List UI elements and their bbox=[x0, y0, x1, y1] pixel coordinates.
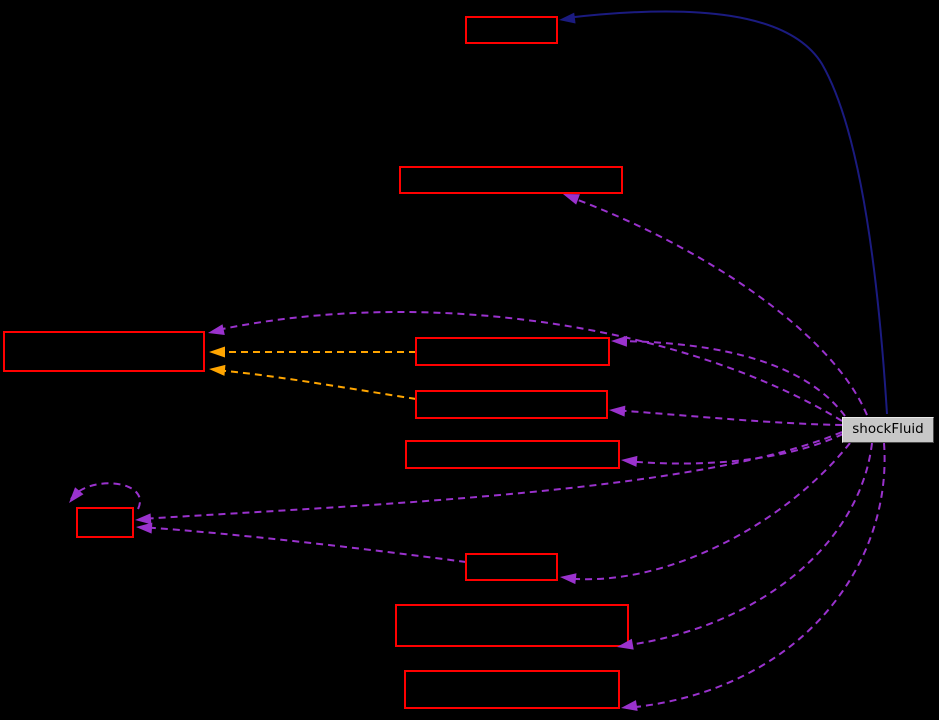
edge-center-to-upper-node bbox=[569, 196, 868, 416]
node-bottom-2[interactable] bbox=[404, 670, 620, 709]
edge-mid-2-to-left-wide-arrowhead bbox=[209, 364, 226, 376]
node-bottom-1[interactable] bbox=[395, 604, 629, 647]
edge-center-to-mid-3-arrowhead bbox=[621, 455, 638, 467]
edge-center-to-small-left bbox=[140, 431, 843, 520]
edge-center-to-mid-1-arrowhead bbox=[611, 335, 628, 347]
edge-small-mid-to-small-left bbox=[140, 526, 467, 563]
center-node-shockfluid: shockFluid bbox=[842, 417, 934, 443]
node-small-left[interactable] bbox=[76, 507, 134, 538]
edge-mid-2-to-left-wide bbox=[213, 369, 417, 400]
edge-center-to-mid-2 bbox=[613, 409, 843, 426]
edge-small-mid-to-small-left-arrowhead bbox=[136, 522, 153, 534]
edge-center-to-small-left-arrowhead bbox=[135, 513, 152, 525]
node-small-mid[interactable] bbox=[465, 553, 558, 581]
edge-center-to-small-mid-arrowhead bbox=[560, 573, 577, 585]
edge-center-to-small-mid bbox=[564, 442, 851, 581]
edge-center-to-bottom-1 bbox=[621, 442, 873, 647]
edge-center-to-left-wide bbox=[212, 311, 843, 422]
edge-inheritance-to-top-node-arrowhead bbox=[559, 12, 576, 24]
edge-center-to-bottom-2 bbox=[625, 442, 886, 709]
edge-mid-1-to-left-wide-arrowhead bbox=[209, 346, 225, 358]
node-top[interactable] bbox=[465, 16, 558, 44]
node-mid-1[interactable] bbox=[415, 337, 610, 366]
edge-center-to-bottom-2-arrowhead bbox=[621, 700, 638, 711]
node-mid-3[interactable] bbox=[405, 440, 620, 469]
edge-center-to-upper-node-arrowhead bbox=[563, 194, 580, 205]
node-left-wide[interactable] bbox=[3, 331, 205, 372]
edge-center-to-mid-3 bbox=[625, 433, 844, 465]
edge-small-left-self-loop bbox=[70, 482, 141, 510]
node-upper[interactable] bbox=[399, 166, 623, 194]
edge-inheritance-to-top-node bbox=[565, 10, 888, 415]
edge-center-to-mid-2-arrowhead bbox=[609, 405, 626, 417]
edge-small-left-self-loop-arrowhead bbox=[69, 487, 84, 503]
node-mid-2[interactable] bbox=[415, 390, 608, 419]
center-node-label: shockFluid bbox=[852, 421, 924, 438]
edge-center-to-left-wide-arrowhead bbox=[208, 324, 225, 336]
edge-center-to-mid-1 bbox=[615, 340, 846, 417]
edge-center-to-bottom-1-arrowhead bbox=[617, 638, 634, 650]
